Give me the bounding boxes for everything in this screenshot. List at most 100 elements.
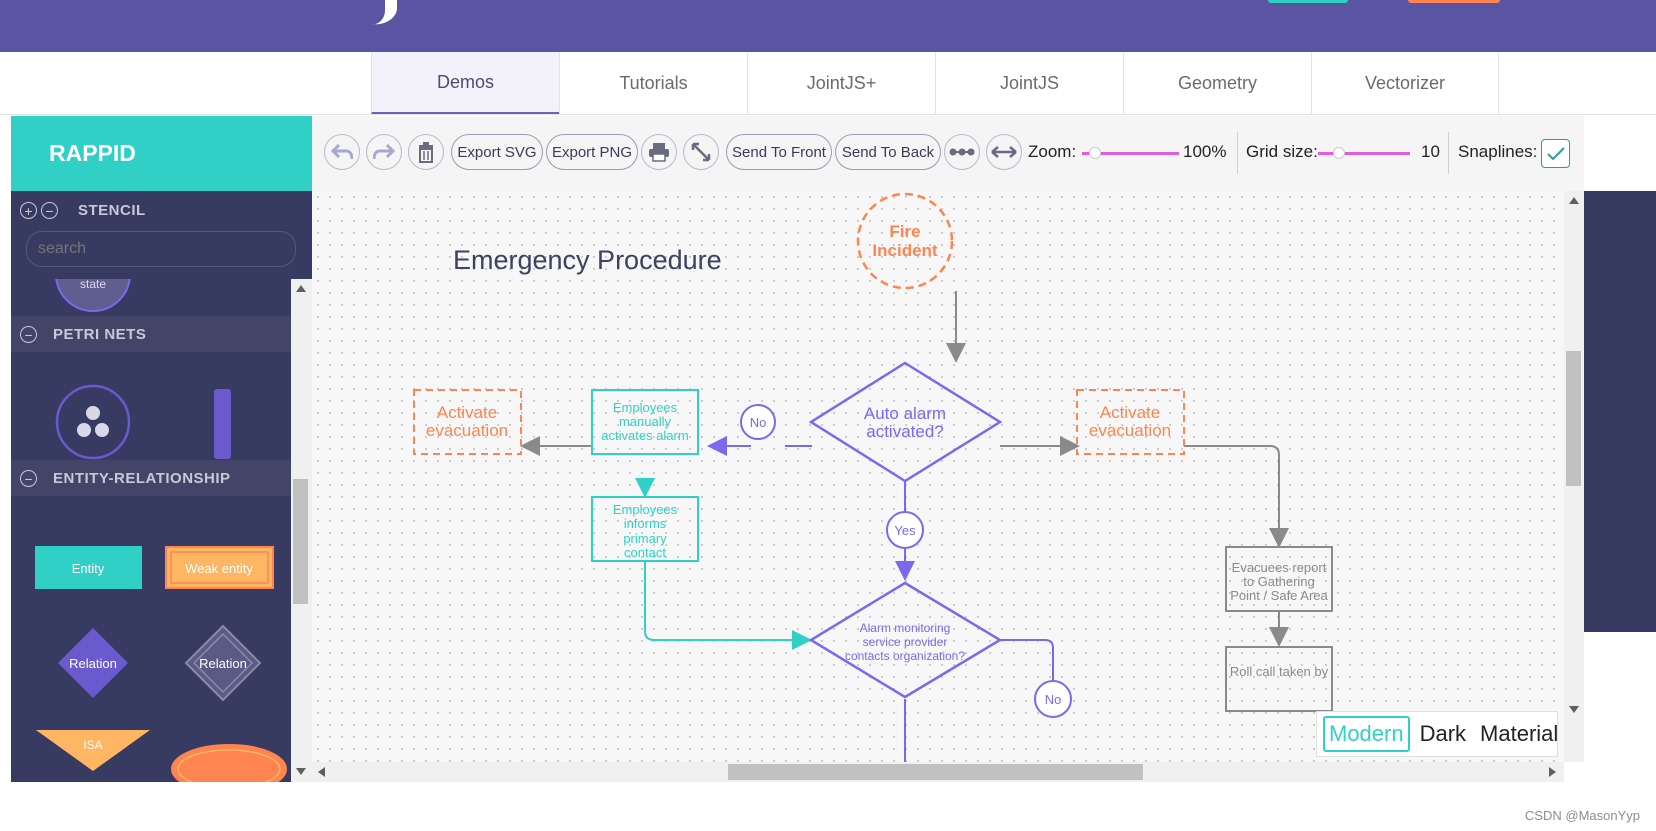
inspector-panel [1584, 191, 1656, 632]
toolbar-divider [1237, 132, 1238, 174]
node-auto-alarm-decision[interactable]: Auto alarm activated? [808, 361, 1003, 483]
weak-entity-label: Weak entity [185, 561, 253, 576]
diagram-canvas[interactable]: Emergency Procedure Fire Incident [312, 191, 1567, 762]
node-employees-manual-alarm[interactable]: Employees manually activates alarm [591, 389, 699, 455]
stencil-er-isa[interactable]: ISA [36, 730, 150, 771]
send-to-back-button[interactable]: Send To Back [835, 134, 941, 170]
header-button-teal[interactable] [1268, 0, 1348, 3]
nav-tabs: Demos Tutorials JointJS+ JointJS Geometr… [0, 52, 1656, 115]
clear-button[interactable] [408, 134, 444, 170]
scroll-up-icon[interactable] [296, 285, 306, 293]
stencil-title: STENCIL [78, 201, 146, 219]
tab-jointjs[interactable]: JointJS [935, 52, 1123, 114]
node-roll-call[interactable]: Roll call taken by [1225, 646, 1333, 712]
node-activate-evacuation-right[interactable]: Activate evacuation [1076, 389, 1185, 455]
canvas-vertical-scrollbar[interactable] [1564, 191, 1584, 762]
expand-all-icon[interactable]: + [20, 201, 37, 219]
theme-option-dark[interactable]: Dark [1419, 721, 1467, 746]
entity-label: Entity [72, 561, 105, 576]
snaplines-checkbox[interactable] [1541, 139, 1570, 168]
grid-size-label: Grid size: [1246, 142, 1318, 161]
stencil-petri-place[interactable] [55, 384, 131, 460]
employees-manual-line-3: activates alarm [601, 428, 688, 443]
stencil-group-petri-nets[interactable]: − PETRI NETS [11, 316, 291, 352]
node-alarm-monitoring-decision[interactable]: Alarm monitoring service provider contac… [808, 581, 1003, 699]
stencil-er-identifying-relation[interactable]: Relation [184, 624, 262, 702]
stencil-er-key-attribute[interactable] [171, 744, 287, 782]
canvas-horizontal-scrollbar[interactable] [312, 762, 1564, 782]
horizontal-arrows-icon [991, 146, 1017, 158]
scroll-down-icon[interactable] [296, 768, 306, 776]
stencil-er-relation[interactable]: Relation [58, 628, 128, 698]
print-button[interactable] [641, 134, 677, 170]
stencil-scroll-thumb[interactable] [293, 479, 308, 604]
export-svg-button[interactable]: Export SVG [451, 134, 543, 170]
stencil-panel: + − STENCIL state Entity Weak entity [11, 191, 312, 782]
scroll-left-icon[interactable] [318, 767, 326, 777]
collapse-group-icon[interactable]: − [20, 325, 37, 343]
link-nodes-icon [949, 148, 975, 156]
collapse-all-icon[interactable]: − [41, 201, 58, 219]
fit-width-button[interactable] [986, 134, 1022, 170]
grid-size-slider[interactable] [1318, 152, 1410, 155]
scroll-up-icon[interactable] [1569, 197, 1579, 205]
fire-line-2: Incident [872, 241, 938, 260]
redo-button[interactable] [366, 134, 402, 170]
expand-icon [691, 142, 711, 162]
toolbar: Export SVG Export PNG Send To Front Send… [312, 116, 1584, 191]
stencil-scrollbar[interactable] [291, 279, 312, 782]
stencil-group-entity-relationship[interactable]: − ENTITY-RELATIONSHIP [11, 460, 291, 496]
stencil-er-entity[interactable]: Entity [35, 546, 142, 589]
node-employees-inform-contact[interactable]: Employees informs primary contact [591, 496, 699, 562]
employees-manual-line-1: Employees [613, 400, 678, 415]
employees-manual-line-2: manually [619, 414, 672, 429]
trash-icon [419, 142, 433, 163]
group-title-petri-nets: PETRI NETS [53, 325, 147, 343]
grid-size-slider-knob[interactable] [1333, 147, 1346, 159]
snaplines-label: Snaplines: [1458, 142, 1538, 161]
no-label-1: No [750, 415, 767, 430]
undo-button[interactable] [324, 134, 360, 170]
link-label-yes[interactable]: Yes [886, 511, 924, 549]
tab-jointjs-plus[interactable]: JointJS+ [747, 52, 935, 114]
tab-demos[interactable]: Demos [371, 52, 559, 114]
stencil-er-weak-entity[interactable]: Weak entity [165, 546, 274, 589]
watermark: CSDN @MasonYyp [1524, 808, 1640, 823]
fullscreen-button[interactable] [683, 134, 719, 170]
node-activate-evacuation-left[interactable]: Activate evacuation [413, 389, 522, 455]
send-to-front-button[interactable]: Send To Front [726, 134, 832, 170]
tab-geometry[interactable]: Geometry [1123, 52, 1311, 114]
activate-right-line-1: Activate [1100, 403, 1160, 422]
employees-inform-line-1: Employees [613, 502, 678, 517]
zoom-slider[interactable] [1082, 152, 1179, 155]
auto-alarm-line-1: Auto alarm [864, 404, 946, 423]
header-button-orange[interactable] [1408, 0, 1500, 3]
activate-left-line-2: evacuation [426, 421, 508, 440]
stencil-search-input[interactable] [26, 231, 296, 267]
export-png-button[interactable]: Export PNG [546, 134, 638, 170]
canvas-vertical-scroll-thumb[interactable] [1566, 351, 1581, 486]
node-fire-incident[interactable]: Fire Incident [856, 192, 954, 290]
tab-vectorizer[interactable]: Vectorizer [1311, 52, 1499, 114]
canvas-horizontal-scroll-thumb[interactable] [728, 764, 1143, 780]
stencil-state-label: state [80, 279, 106, 291]
stencil-petri-transition[interactable] [214, 389, 231, 459]
tab-tutorials[interactable]: Tutorials [559, 52, 747, 114]
toolbar-divider [1448, 132, 1449, 174]
zoom-slider-knob[interactable] [1088, 147, 1101, 159]
node-evacuees-report[interactable]: Evacuees report to Gathering Point / Saf… [1225, 546, 1333, 612]
scroll-right-icon[interactable] [1549, 767, 1557, 777]
theme-option-modern[interactable]: Modern [1323, 716, 1410, 752]
app-brand: RAPPID [11, 116, 312, 191]
collapse-group-icon[interactable]: − [20, 469, 37, 487]
theme-option-material[interactable]: Material [1480, 721, 1559, 746]
stencil-state-shape[interactable]: state [55, 279, 131, 312]
diagram-title: Emergency Procedure [453, 245, 722, 275]
layout-button[interactable] [944, 134, 980, 170]
grid-size-value: 10 [1421, 142, 1440, 161]
group-title-entity-relationship: ENTITY-RELATIONSHIP [53, 469, 231, 487]
link-label-no-2[interactable]: No [1034, 680, 1072, 718]
flow-links[interactable] [520, 291, 1289, 762]
link-label-no[interactable]: No [740, 404, 776, 440]
scroll-down-icon[interactable] [1569, 706, 1579, 714]
